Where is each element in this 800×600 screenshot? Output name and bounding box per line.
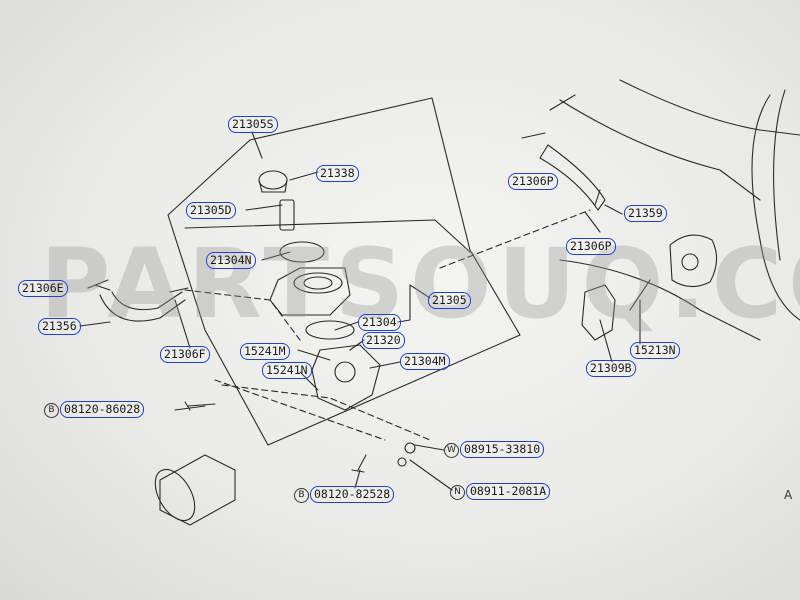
- part-label-21304m[interactable]: 21304M: [400, 353, 450, 370]
- part-label-21306p-mid[interactable]: 21306P: [566, 238, 616, 255]
- part-label-08911-2081a[interactable]: 08911-2081A: [466, 483, 551, 500]
- prefix-n-circle: N: [450, 485, 465, 500]
- prefix-w-circle: W: [444, 443, 459, 458]
- part-label-21304n-top[interactable]: 21304N: [206, 252, 256, 269]
- part-label-15241n[interactable]: 15241N: [262, 362, 312, 379]
- part-label-21305s[interactable]: 21305S: [228, 116, 278, 133]
- part-label-21356[interactable]: 21356: [38, 318, 81, 335]
- part-label-21306p-top[interactable]: 21306P: [508, 173, 558, 190]
- inner-frame: [184, 219, 471, 253]
- part-label-21320[interactable]: 21320: [362, 332, 405, 349]
- part-label-21305d[interactable]: 21305D: [186, 202, 236, 219]
- prefix-b-circle: B: [294, 488, 309, 503]
- part-label-21304[interactable]: 21304: [358, 314, 401, 331]
- part-label-21306f[interactable]: 21306F: [160, 346, 210, 363]
- part-label-21309b[interactable]: 21309B: [586, 360, 636, 377]
- part-label-08915-33810[interactable]: 08915-33810: [460, 441, 545, 458]
- part-label-21305[interactable]: 21305: [428, 292, 471, 309]
- part-label-15241m[interactable]: 15241M: [240, 343, 290, 360]
- part-label-15213n[interactable]: 15213N: [630, 342, 680, 359]
- part-label-08120-82528[interactable]: 08120-82528: [310, 486, 395, 503]
- part-label-21306e[interactable]: 21306E: [18, 280, 68, 297]
- corner-letter: A: [784, 488, 793, 502]
- prefix-b-circle: B: [44, 403, 59, 418]
- assembly-frame: [167, 97, 521, 446]
- part-label-08120-86028[interactable]: 08120-86028: [60, 401, 145, 418]
- part-label-21359[interactable]: 21359: [624, 205, 667, 222]
- part-label-21338[interactable]: 21338: [316, 165, 359, 182]
